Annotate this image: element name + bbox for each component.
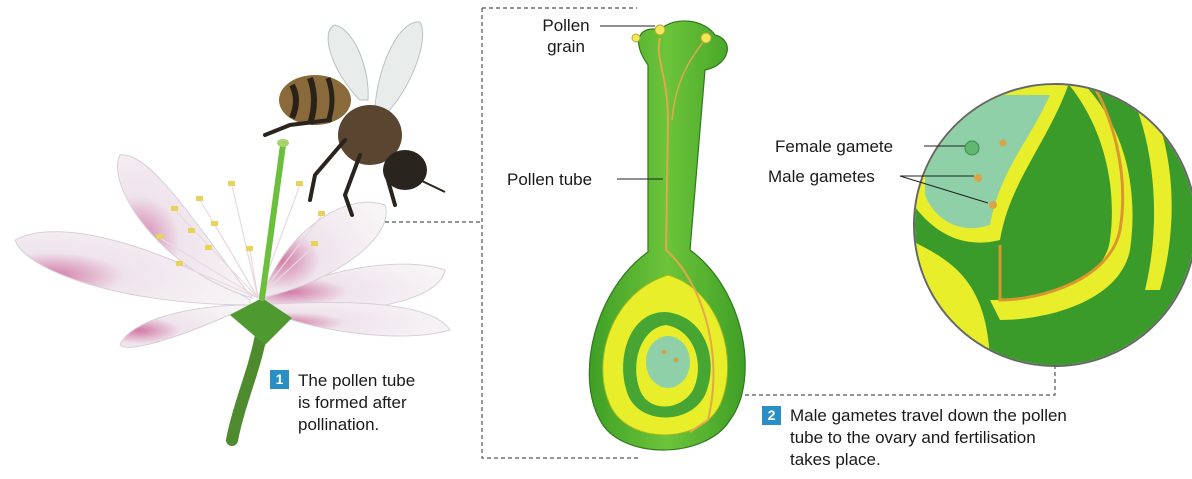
- label-female-gamete: Female gamete: [775, 136, 893, 157]
- pollen-grain: [701, 33, 711, 43]
- step-1-text: The pollen tube is formed after pollinat…: [298, 370, 470, 436]
- label-pollen-grain: Pollen grain: [534, 15, 598, 57]
- flower-stigma: [277, 139, 289, 147]
- male-gamete-cell: [989, 201, 997, 209]
- step-2-text: Male gametes travel down the pollen tube…: [790, 405, 1162, 471]
- male-gamete-cell: [974, 174, 982, 182]
- step-1-caption: 1 The pollen tube is formed after pollin…: [270, 370, 470, 436]
- step-2-badge: 2: [762, 406, 781, 425]
- embryo-sac: [646, 336, 690, 388]
- pollen-grain: [632, 34, 640, 42]
- bee-wing-right: [375, 22, 423, 115]
- label-male-gametes: Male gametes: [768, 166, 875, 187]
- bee-illustration: [265, 22, 445, 215]
- pollen-grain: [655, 25, 665, 35]
- step-1-badge: 1: [270, 370, 289, 389]
- carpel-section: [589, 21, 745, 450]
- female-gamete-cell: [965, 141, 979, 155]
- step-2-caption: 2 Male gametes travel down the pollen tu…: [762, 405, 1162, 471]
- petal-bottom-left: [120, 305, 250, 347]
- flower-stem: [232, 330, 262, 440]
- magnified-view: [910, 80, 1192, 370]
- label-pollen-tube: Pollen tube: [507, 169, 592, 190]
